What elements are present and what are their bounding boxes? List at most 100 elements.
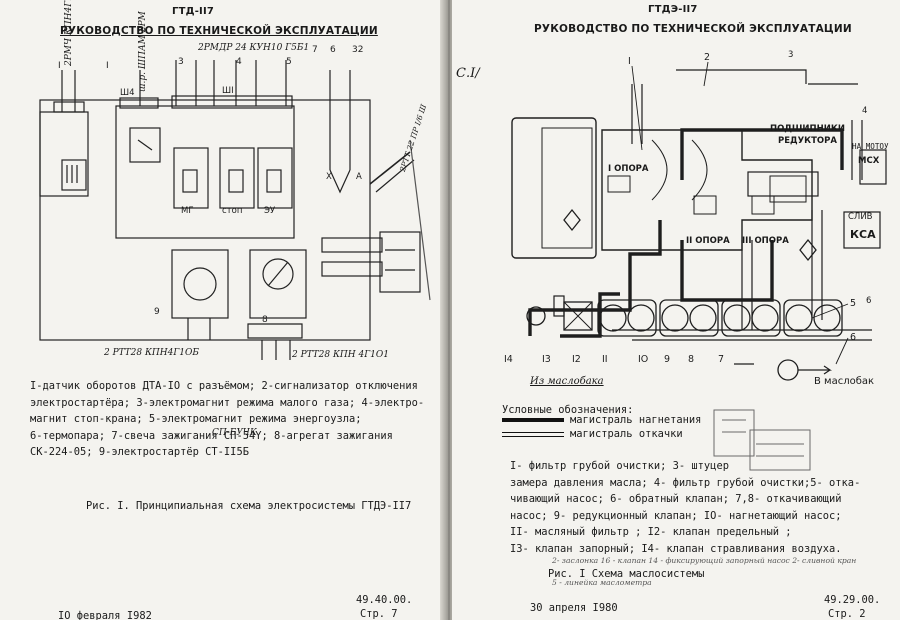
pin-label: 9: [154, 307, 160, 317]
caption-line: I3- клапан запорный; I4- клапан стравлив…: [510, 542, 842, 555]
caption-line: чивающий насос; 6- обратный клапан; 7,8-…: [510, 493, 842, 506]
terminal-x: X: [326, 172, 332, 182]
pin-label: 32: [352, 45, 363, 55]
caption-line: магнит стоп-крана; 5-электромагнит режим…: [30, 413, 362, 426]
corner-mark: С.I/: [456, 66, 480, 81]
legend-item-pressure: магистраль нагнетания: [570, 414, 702, 426]
sensor-block: [39, 111, 89, 197]
scavenge-pump-5: [777, 359, 799, 381]
label-to-tank: В маслобак: [814, 376, 875, 387]
callout-8: 8: [688, 354, 694, 365]
generator: [262, 258, 294, 290]
label-ksa: КСА: [850, 228, 876, 241]
check-valve-13: [526, 306, 546, 326]
ignition-unit: [379, 231, 421, 293]
legend-scavenge-line: [502, 432, 564, 437]
block-label-sh4: Ш4: [120, 88, 135, 98]
left-figure-title: Рис. I. Принципиальная схема электросист…: [86, 500, 412, 512]
block-label-sh1: ШI: [222, 86, 234, 96]
engine-body: [511, 117, 597, 259]
left-header-code: ГТД-II7: [172, 6, 215, 17]
right-caption: I- фильтр грубой очистки; 3- штуцер заме…: [510, 458, 860, 558]
right-date: 30 апреля I980: [530, 602, 618, 614]
pin-label: 3: [178, 57, 184, 67]
starter-motor: [183, 267, 217, 301]
callout-13: I3: [542, 354, 551, 365]
callout-12: I2: [572, 354, 581, 365]
mg-solenoid: [173, 147, 209, 209]
label-support-1: I ОПОРА: [608, 164, 649, 174]
scavenge-line: [612, 329, 872, 341]
label-support-2: II ОПОРА: [686, 236, 730, 246]
caption-line: СК-224-05; 9-электростартёр СТ-II5Б: [30, 446, 249, 459]
left-caption: I-датчик оборотов ДТА-IO с разъёмом; 2-с…: [30, 378, 424, 461]
caption-line: I-датчик оборотов ДТА-IO с разъёмом; 2-с…: [30, 380, 418, 392]
callout-3: 3: [788, 50, 794, 60]
wire-label-bottom-right: 2 РТТ28 КПН 4Г1О1: [292, 350, 390, 360]
callout-7: 7: [718, 354, 724, 365]
starter-motor-block: [171, 249, 229, 319]
callout-10: IO: [638, 354, 648, 365]
ezu-label: ЭУ: [264, 206, 276, 216]
legend-item-scavenge: магистраль откачки: [570, 428, 683, 440]
caption-line: I- фильтр грубой очистки; 3- штуцер: [510, 460, 729, 472]
filter-1: [563, 208, 581, 232]
left-page-label: Стр. 7: [360, 608, 398, 620]
wire-label-top-mid: ш.р. ШПАМ 2РМ: [138, 11, 148, 92]
pin-label: 4: [236, 57, 242, 67]
electrical-schematic: I I 3 4 5 7 6 32 9 8: [39, 45, 431, 360]
label-bearings: ПОДШИПНИКИ: [770, 124, 845, 134]
stop-label: стоп: [222, 206, 243, 216]
caption-line: электростартёра; 3-электромагнит режима …: [30, 396, 425, 409]
wire-label-top-right: 2РМДР 24 КУН10 Г5Б1: [198, 43, 310, 53]
wire-label-bottom-left: 2 РТТ28 КПН4Г1ОБ: [104, 348, 200, 358]
terminal-a: A: [356, 172, 362, 182]
pin-label: 6: [330, 45, 336, 55]
pin-label: 7: [312, 45, 318, 55]
right-page-label: Стр. 2: [828, 608, 866, 620]
callout-1: I: [628, 56, 631, 67]
label-from-tank: Из маслобака: [530, 376, 604, 387]
pin-label: 5: [286, 57, 292, 67]
callout-2: 2: [704, 52, 710, 63]
wire-label-top-left: 2РМЧ КПН4Г1О1: [64, 0, 74, 66]
callout-11: II: [602, 354, 608, 365]
callout-14: I4: [504, 354, 513, 365]
caption-line: 6-термопара; 7-свеча зажигания СП-54Y; 8…: [30, 429, 393, 442]
right-header-code: ГТДЭ-II7: [648, 4, 698, 15]
left-doc-number: 49.40.00.: [356, 594, 413, 606]
caption-line: насос; 9- редукционный клапан; IO- нагне…: [510, 509, 842, 522]
pin-label: 8: [262, 315, 268, 325]
right-header-title: РУКОВОДСТВО ПО ТЕХНИЧЕСКОЙ ЭКСПЛУАТАЦИИ: [534, 23, 852, 35]
caption-line: замера давления масла; 4- фильтр грубой …: [510, 476, 861, 489]
label-msx: МСХ: [858, 156, 880, 166]
label-support-3: III ОПОРА: [742, 236, 789, 246]
relay-block: [115, 105, 295, 239]
handwritten-note-2: 5 - линейка маслометра: [552, 578, 652, 587]
callout-4: 4: [862, 106, 868, 116]
label-drain: СЛИВ: [848, 212, 873, 222]
callout-9: 9: [664, 354, 670, 365]
stop-solenoid: [219, 147, 255, 209]
turbine-casing: [601, 129, 813, 251]
outer-frame: [39, 99, 371, 341]
caption-correction: СП-БУЧК: [212, 428, 257, 438]
callout-5: 5: [850, 298, 856, 309]
ezu-solenoid: [257, 147, 293, 209]
oil-system-schematic: I 2 5 6 7 8 9 IO II I2 I3 I4: [504, 52, 887, 381]
pin-label: I: [106, 61, 109, 71]
left-header-title: РУКОВОДСТВО ПО ТЕХНИЧЕСКОЙ ЭКСПЛУАТАЦИИ: [60, 25, 378, 37]
caption-line: II- масляный фильтр ; I2- клапан предель…: [510, 526, 792, 539]
mg-label: МГ: [181, 206, 194, 216]
right-figure-title: Рис. I Схема маслосистемы: [548, 568, 705, 580]
right-doc-number: 49.29.00.: [824, 594, 881, 606]
callout-6: 6: [850, 332, 856, 343]
left-page: ГТД-II7 РУКОВОДСТВО ПО ТЕХНИЧЕСКОЙ ЭКСПЛ…: [0, 0, 446, 620]
legend-title: Условные обозначения:: [502, 404, 634, 416]
legend-pressure-line: [502, 418, 564, 422]
right-page: ГТДЭ-II7 РУКОВОДСТВО ПО ТЕХНИЧЕСКОЙ ЭКСП…: [452, 0, 900, 620]
label-to-engine: НА МОТОУ: [852, 142, 889, 151]
callout-6b: 6: [866, 296, 872, 306]
handwritten-note: 2- заслонка 16 - клапан 14 - фиксирующий…: [552, 556, 857, 565]
generator-block: [249, 249, 307, 319]
